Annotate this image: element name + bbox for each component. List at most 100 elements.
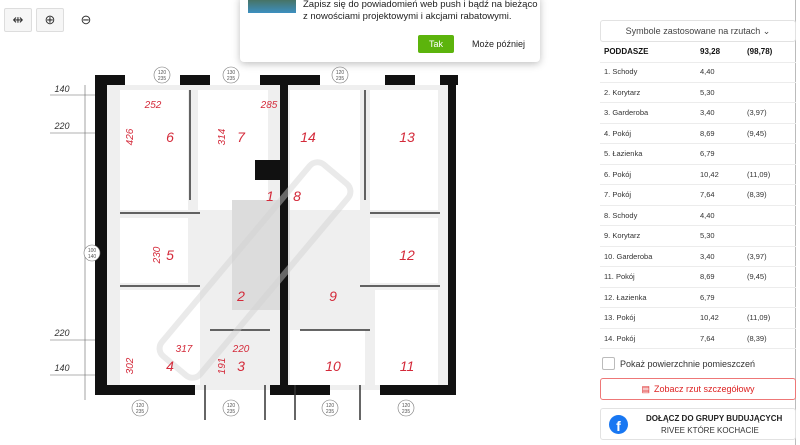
dimension-label: 317 [176,344,193,355]
window-marker-text: 120 [227,403,236,409]
dimension-label: 220 [232,344,250,355]
room-name: 12. Łazienka [604,292,647,302]
chevron-down-icon: ⌄ [762,25,771,36]
room-number-label: 9 [329,288,337,304]
dimension-label: 302 [125,357,136,374]
room-area: 7,64 [700,333,715,343]
window-marker-text: 235 [136,409,145,415]
fit-width-icon[interactable]: ⇹ [4,8,32,32]
room-number-label: 7 [237,129,246,145]
fb-line1: DOŁĄCZ DO GRUPY BUDUJĄCYCH [646,414,783,423]
window-marker [222,66,240,84]
window-marker [321,399,339,417]
window-marker-text: 235 [227,76,236,82]
window-marker-text: 120 [136,403,145,409]
room-name: 10. Garderoba [604,251,653,261]
room-area: 10,42 [700,313,719,323]
room-number-label: 2 [236,288,245,304]
dimension-label: 426 [125,128,136,145]
detail-plan-button[interactable]: ▤Zobacz rzut szczegółowy [600,378,796,400]
window-marker-text: 235 [326,409,335,415]
zoom-in-icon[interactable]: ⊕ [36,8,64,32]
window-marker-text: 235 [158,76,167,82]
room-area: 10,42 [700,169,719,179]
window-marker [153,66,171,84]
window-marker-text: 130 [227,70,236,76]
window-marker-text: 120 [336,70,345,76]
room-number-label: 11 [400,358,415,374]
room-name: 7. Pokój [604,190,632,200]
dimension-label: 314 [217,128,228,145]
room-number-label: 5 [166,247,174,263]
dimension-label: 230 [152,246,163,264]
room-list-panel: Symbole zastosowane na rzutach ⌄ PODDASZ… [590,0,800,445]
room-number-label: 6 [166,129,174,145]
floor-area: 93,28 [700,47,721,57]
window-marker-text: 235 [227,409,236,415]
room-number-label: 10 [325,358,341,374]
room-area: 5,30 [700,87,715,97]
push-notification-popup: Zapisz się do powiadomień web push i bąd… [240,0,540,62]
facebook-group-banner[interactable]: f DOŁĄCZ DO GRUPY BUDUJĄCYCH RIVEE KTÓRE… [600,408,796,440]
room-number-label: 1 [266,188,274,204]
window-height-label: 220 [53,328,69,338]
detail-plan-label: Zobacz rzut szczegółowy [653,384,755,394]
facebook-icon: f [609,415,628,434]
room-number-label: 8 [293,188,301,204]
room-area: 6,79 [700,292,715,302]
room-number-label: 3 [237,358,245,374]
room-number-label: 14 [300,129,316,145]
show-areas-checkbox[interactable] [602,357,615,370]
room-name: 8. Schody [604,210,638,220]
later-button[interactable]: Może później [472,39,526,49]
window-height-label: 220 [53,121,69,131]
symbols-dropdown[interactable]: Symbole zastosowane na rzutach ⌄ [600,20,796,42]
room-area2: (8,39) [747,190,767,200]
window-marker [222,399,240,417]
zoom-out-icon[interactable]: ⊖ [80,12,92,27]
room-area2: (11,09) [747,313,771,323]
room-name: 4. Pokój [604,128,632,138]
room-area: 6,79 [700,149,715,159]
room-area: 8,69 [700,128,715,138]
table-row: 13. Pokój 10,42 (11,09) [600,308,796,329]
window-height-label: 140 [54,84,69,94]
room-number-label: 12 [399,247,415,263]
room-name: 14. Pokój [604,333,636,343]
window-marker-text: 120 [326,403,335,409]
window-marker-text: 235 [402,409,411,415]
room-area: 4,40 [700,67,715,77]
floor-area-total: (98,78) [747,47,773,57]
house-thumbnail [248,0,296,13]
room-area: 7,64 [700,190,715,200]
window-marker [131,399,149,417]
room-name: 11. Pokój [604,272,635,282]
window-marker [331,66,349,84]
plan-icon: ▤ [641,383,650,394]
scrollbar[interactable] [795,0,796,445]
window-marker-text: 120 [402,403,411,409]
floor-plan-viewer[interactable]: ⇹ ⊕ ⊖ [0,0,590,445]
room-name: 1. Schody [604,67,638,77]
room-area2: (11,09) [747,169,771,179]
room-name: 3. Garderoba [604,108,649,118]
window-marker-text: 235 [336,76,345,82]
popup-message: Zapisz się do powiadomień web push i bąd… [303,0,538,22]
room-name: 13. Pokój [604,313,636,323]
accept-button[interactable]: Tak [418,35,454,53]
room-area: 5,30 [700,231,715,241]
window-marker-text: 100 [88,248,97,254]
window-marker [397,399,415,417]
show-areas-label[interactable]: Pokaż powierzchnie pomieszczeń [620,359,756,369]
symbols-label: Symbole zastosowane na rzutach [625,26,761,36]
room-name: 6. Pokój [604,169,632,179]
room-name: 5. Łazienka [604,149,643,159]
room-number-label: 13 [399,129,415,145]
